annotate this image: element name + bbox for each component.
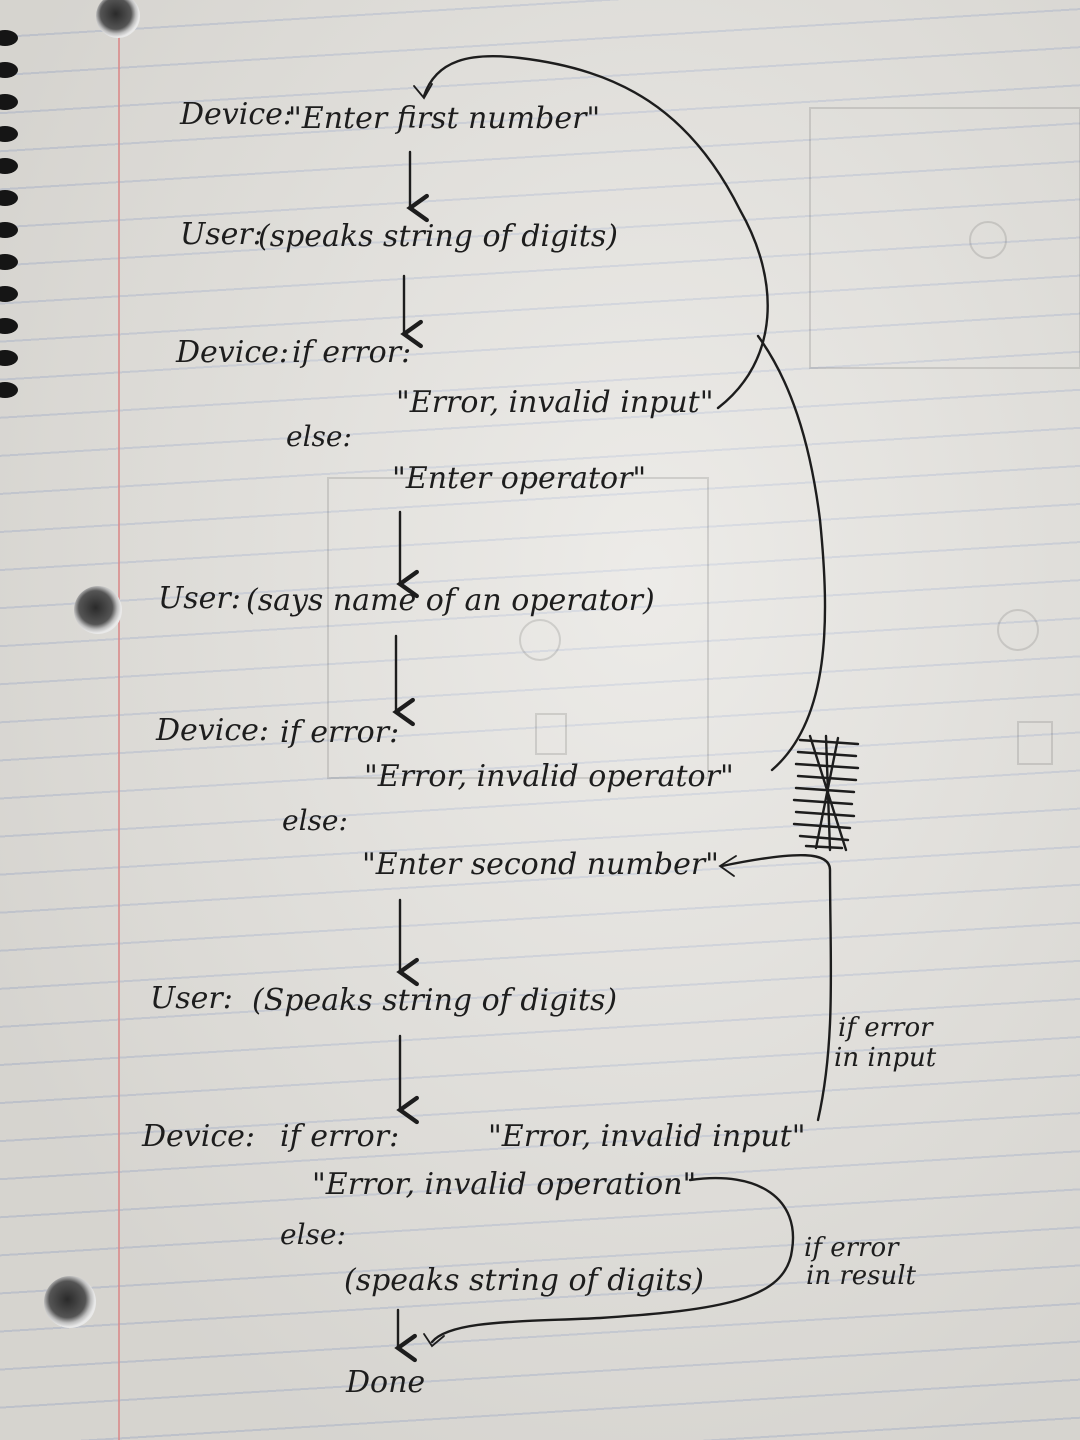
step6-user-text: (Speaks string of digits) bbox=[252, 983, 617, 1018]
spiral-binding bbox=[0, 0, 24, 1440]
step7-input-error-text: "Error, invalid input" bbox=[488, 1119, 806, 1154]
punch-hole-bottom bbox=[44, 1276, 96, 1328]
step5-if-text: if error: bbox=[280, 715, 399, 750]
loop-arrow-invalid-operator bbox=[756, 334, 827, 772]
step7-device-label: Device: bbox=[141, 1119, 255, 1154]
step7-result-text: (speaks string of digits) bbox=[344, 1263, 704, 1298]
step5-device-label: Device: bbox=[155, 713, 269, 748]
step7-else-text: else: bbox=[280, 1218, 346, 1251]
annotation-result-error-line2: in result bbox=[806, 1261, 917, 1291]
step4-user-text: (says name of an operator) bbox=[246, 583, 655, 618]
punch-hole-middle bbox=[74, 586, 122, 634]
step1-device-label: Device: bbox=[179, 97, 293, 132]
step4-user-label: User: bbox=[158, 581, 241, 616]
step3-if-text: if error: bbox=[292, 335, 411, 370]
step3-else-text: else: bbox=[286, 420, 352, 453]
annotation-input-error-line2: in input bbox=[834, 1043, 937, 1073]
step5-error-text: "Error, invalid operator" bbox=[364, 759, 734, 794]
step3-error-text: "Error, invalid input" bbox=[396, 385, 714, 420]
step5-prompt-text: "Enter second number" bbox=[362, 847, 719, 882]
margin-line bbox=[118, 0, 120, 1440]
done-label: Done bbox=[345, 1365, 425, 1400]
step2-user-text: (speaks string of digits) bbox=[258, 219, 618, 254]
loop-arrowhead-second-number bbox=[718, 855, 737, 877]
scribble-mark bbox=[792, 734, 860, 852]
step2-user-label: User: bbox=[180, 217, 263, 252]
loop-arrow-invalid-input bbox=[422, 55, 769, 410]
step6-user-label: User: bbox=[150, 981, 233, 1016]
punch-hole-top bbox=[96, 0, 140, 38]
step7-if-text: if error: bbox=[280, 1119, 399, 1154]
loop-arrow-result-error bbox=[430, 1176, 795, 1344]
step3-prompt-text: "Enter operator" bbox=[392, 461, 646, 496]
step5-else-text: else: bbox=[282, 804, 348, 837]
loop-arrowhead-top bbox=[413, 83, 433, 100]
step7-operation-error-text: "Error, invalid operation" bbox=[312, 1167, 696, 1202]
loop-arrow-input-error bbox=[720, 854, 833, 1122]
step3-device-label: Device: bbox=[175, 335, 289, 370]
step1-device-text: "Enter first number" bbox=[288, 101, 600, 136]
annotation-input-error-line1: if error bbox=[838, 1013, 934, 1043]
annotation-result-error-line1: if error bbox=[804, 1233, 900, 1263]
loop-arrowhead-done bbox=[423, 1333, 445, 1348]
